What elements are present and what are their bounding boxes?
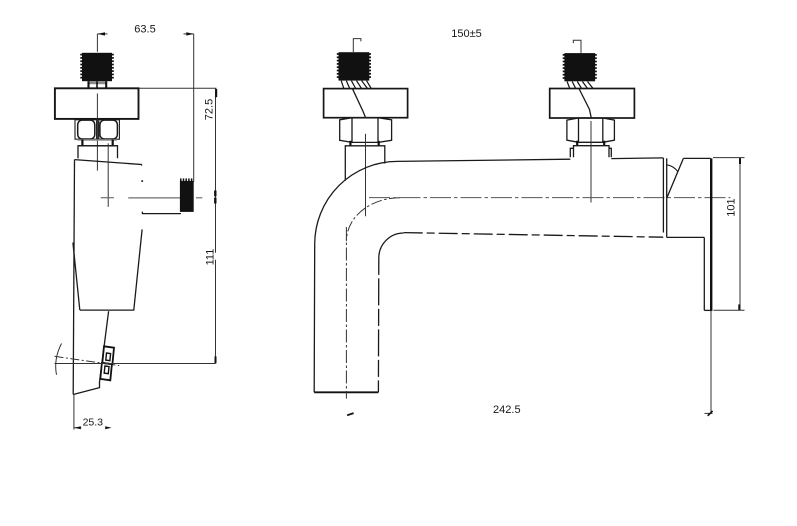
svg-text:72.5: 72.5 [204, 99, 216, 120]
svg-text:150±5: 150±5 [451, 28, 482, 40]
svg-text:63.5: 63.5 [134, 24, 155, 36]
svg-text:101: 101 [726, 198, 738, 216]
svg-text:242.5: 242.5 [493, 404, 521, 416]
svg-text:25.3: 25.3 [83, 416, 104, 428]
svg-text:111: 111 [205, 249, 217, 266]
